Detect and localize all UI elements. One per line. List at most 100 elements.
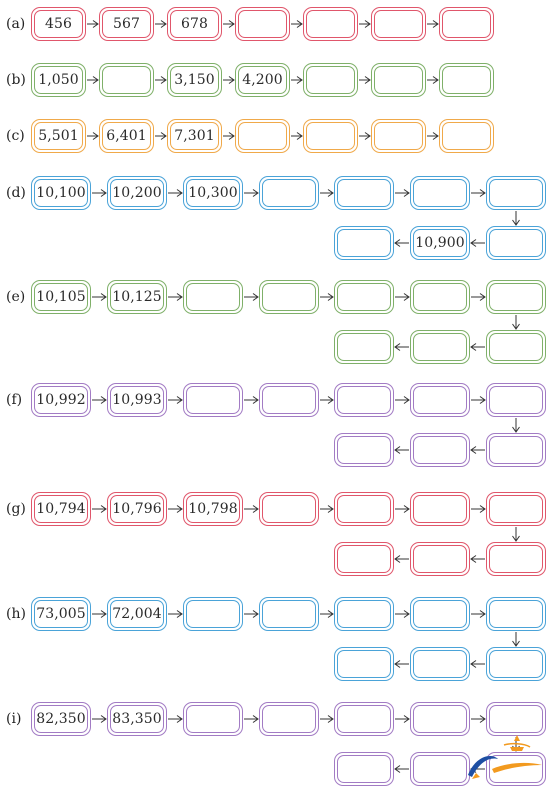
answer-box[interactable] <box>410 330 470 364</box>
answer-box[interactable] <box>259 383 319 417</box>
answer-box[interactable] <box>334 492 394 526</box>
question-label: (e) <box>6 289 26 305</box>
arrow-icon <box>223 132 235 140</box>
answer-box[interactable] <box>486 492 546 526</box>
answer-box[interactable] <box>334 226 394 260</box>
answer-box[interactable] <box>334 702 394 736</box>
arrow-icon <box>320 396 334 404</box>
answer-box[interactable] <box>334 542 394 576</box>
arrow-icon <box>394 660 409 668</box>
answer-box[interactable] <box>334 383 394 417</box>
answer-box[interactable] <box>259 176 319 210</box>
arrow-icon <box>223 76 235 84</box>
answer-box[interactable] <box>410 433 470 467</box>
number-box: 567 <box>99 7 154 41</box>
answer-box[interactable] <box>486 226 546 260</box>
answer-box[interactable] <box>334 330 394 364</box>
arrow-icon <box>92 396 107 404</box>
answer-box[interactable] <box>259 492 319 526</box>
arrow-icon <box>470 239 485 247</box>
question-label: (h) <box>6 606 26 622</box>
number-box: 10,992 <box>31 383 91 417</box>
arrow-icon <box>394 555 409 563</box>
answer-box[interactable] <box>259 597 319 631</box>
answer-box[interactable] <box>99 63 154 97</box>
arrow-icon <box>168 610 183 618</box>
arrow-icon <box>291 76 303 84</box>
question-label: (f) <box>6 392 23 408</box>
answer-box[interactable] <box>486 433 546 467</box>
arrow-icon <box>155 20 167 28</box>
arrow-icon <box>394 446 409 454</box>
answer-box[interactable] <box>183 702 243 736</box>
arrow-icon <box>395 505 410 513</box>
answer-box[interactable] <box>334 433 394 467</box>
arrow-icon <box>168 396 183 404</box>
answer-box[interactable] <box>439 7 494 41</box>
answer-box[interactable] <box>334 647 394 681</box>
answer-box[interactable] <box>410 542 470 576</box>
question-label: (b) <box>6 72 26 88</box>
answer-box[interactable] <box>410 597 470 631</box>
arrow-icon <box>291 20 303 28</box>
answer-box[interactable] <box>410 752 470 786</box>
answer-box[interactable] <box>303 119 358 153</box>
answer-box[interactable] <box>486 176 546 210</box>
arrow-icon <box>512 211 520 226</box>
answer-box[interactable] <box>183 280 243 314</box>
question-label: (i) <box>6 711 22 727</box>
answer-box[interactable] <box>486 542 546 576</box>
answer-box[interactable] <box>235 119 290 153</box>
answer-box[interactable] <box>410 492 470 526</box>
arrow-icon <box>92 610 107 618</box>
answer-box[interactable] <box>439 119 494 153</box>
number-box: 10,105 <box>31 280 91 314</box>
answer-box[interactable] <box>259 702 319 736</box>
answer-box[interactable] <box>259 280 319 314</box>
answer-box[interactable] <box>183 597 243 631</box>
arrow-icon <box>470 343 485 351</box>
answer-box[interactable] <box>235 7 290 41</box>
question-label: (d) <box>6 185 26 201</box>
arrow-icon <box>168 189 183 197</box>
arrow-icon <box>512 418 520 433</box>
arrow-icon <box>92 715 107 723</box>
number-box: 10,300 <box>183 176 243 210</box>
number-box: 10,798 <box>183 492 243 526</box>
answer-box[interactable] <box>486 647 546 681</box>
answer-box[interactable] <box>183 383 243 417</box>
answer-box[interactable] <box>410 176 470 210</box>
arrow-icon <box>395 715 410 723</box>
answer-box[interactable] <box>486 280 546 314</box>
answer-box[interactable] <box>410 647 470 681</box>
answer-box[interactable] <box>486 597 546 631</box>
arrow-icon <box>427 20 439 28</box>
arrow-icon <box>244 715 259 723</box>
answer-box[interactable] <box>486 702 546 736</box>
answer-box[interactable] <box>334 752 394 786</box>
answer-box[interactable] <box>303 63 358 97</box>
arrow-icon <box>155 132 167 140</box>
answer-box[interactable] <box>410 702 470 736</box>
answer-box[interactable] <box>334 597 394 631</box>
arrow-icon <box>244 610 259 618</box>
answer-box[interactable] <box>486 330 546 364</box>
answer-box[interactable] <box>371 119 426 153</box>
arrow-icon <box>394 765 409 773</box>
answer-box[interactable] <box>371 7 426 41</box>
arrow-icon <box>320 715 334 723</box>
answer-box[interactable] <box>371 63 426 97</box>
answer-box[interactable] <box>486 383 546 417</box>
answer-box[interactable] <box>410 280 470 314</box>
arrow-icon <box>320 505 334 513</box>
arrow-icon <box>394 343 409 351</box>
question-label: (g) <box>6 501 26 517</box>
answer-box[interactable] <box>334 176 394 210</box>
answer-box[interactable] <box>410 383 470 417</box>
answer-box[interactable] <box>303 7 358 41</box>
arrow-icon <box>395 189 410 197</box>
answer-box[interactable] <box>439 63 494 97</box>
arrow-icon <box>470 660 485 668</box>
answer-box[interactable] <box>334 280 394 314</box>
